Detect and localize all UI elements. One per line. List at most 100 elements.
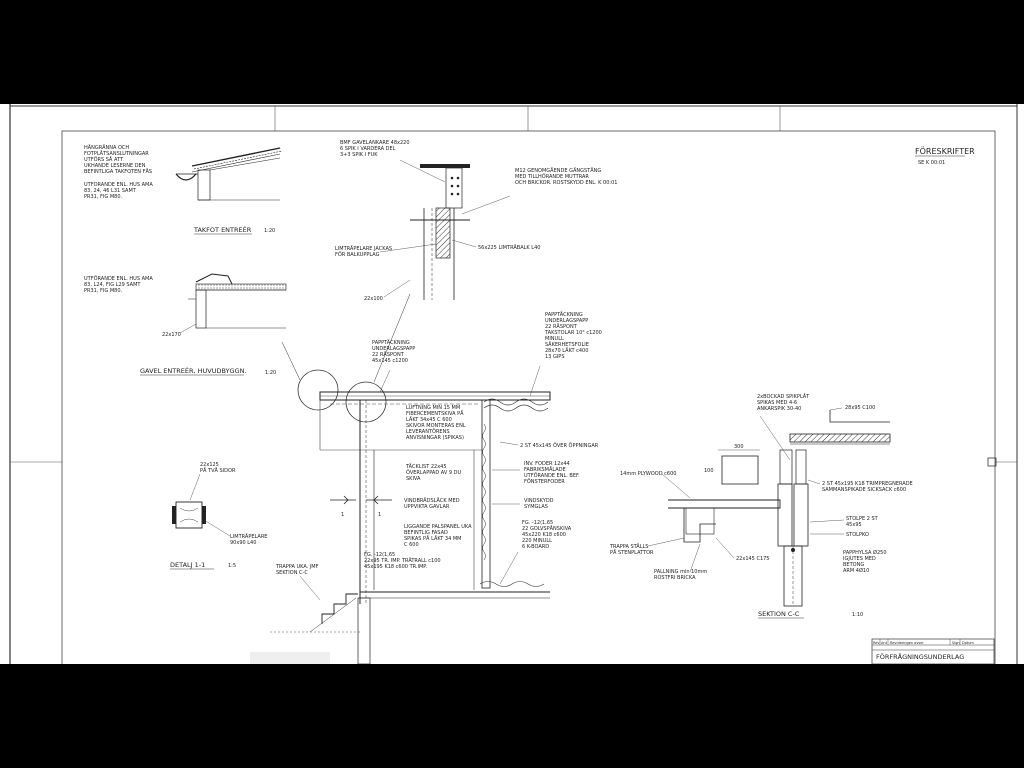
roof-left-line: UNDERLAGSPAPP xyxy=(372,346,415,352)
papphylsa-note-line: ARM 4Ø10 xyxy=(843,567,869,574)
detalj-scale: 1:5 xyxy=(228,563,236,569)
header-title: FÖRESKRIFTER xyxy=(915,146,975,156)
vindbrick-note-line: VINDBRÄDSLÄCK MED xyxy=(404,497,460,504)
floor-left-line: 45x195 K18 c600 TR.IMP. xyxy=(364,564,428,570)
stolpe-note-line: STOLPE 2 ST xyxy=(846,516,879,522)
anchor-note-line: 3+3 SPIK I FUK xyxy=(340,152,378,158)
roof-right-line: PAPPTÄCKNING xyxy=(545,311,583,318)
pansar-note-line: SPIKAS PÅ LÄKT 34 MM xyxy=(404,535,462,542)
pillar-note-line: LIMTRÄPELARE JACKAS xyxy=(335,245,392,252)
vinfoder-note-line: UTFÖRANDE ENL. BEF. xyxy=(524,472,580,479)
roof-left-line: PAPPTÄCKNING xyxy=(372,339,410,346)
luft-note-line: LEVERANTÖRENS xyxy=(406,428,450,435)
papphylsa-note-line: BETONG xyxy=(843,562,864,568)
takfot-scale: 1:20 xyxy=(264,228,275,234)
trappa-note-line: PÅ STENPLATTOR xyxy=(610,549,654,556)
pansar-note-line: C 600 xyxy=(404,542,419,548)
pillar-note-line: FÖR BALKUPPLAG xyxy=(335,251,380,258)
stair-note-line: SEKTION C-C xyxy=(276,570,308,576)
takfot-note-line: 83, 24, 46 L31 SAMT xyxy=(84,188,137,194)
gavel-note-line: UTFÖRANDE ENL. HUS AMA xyxy=(84,275,153,282)
title-block: Rev Ant Revideringen avser Sign Datum FÖ… xyxy=(871,638,995,664)
vinfoder-note-line: FABRIKSMÅLADE xyxy=(524,466,566,473)
papphylsa-note-line: IGJUTES MED xyxy=(843,556,876,562)
frame-marker xyxy=(987,457,997,467)
inner-frame xyxy=(61,130,996,664)
spikar-note-line: ANKARSPIK 30-40 xyxy=(757,406,801,412)
board-label: 22x145 C175 xyxy=(736,556,770,562)
bolt-note-line: MED TILLHÖRANDE MUTTRAR xyxy=(515,173,589,180)
titleblock-col: Revideringen avser xyxy=(890,641,924,645)
spikar-note-line: 2xBOCKAD SPIKPLÅT xyxy=(757,393,810,400)
beam-label: 28x95 C100 xyxy=(845,405,875,411)
detalj-title: DETALJ 1-1 xyxy=(170,561,205,569)
titleblock-col: Rev xyxy=(873,641,880,645)
stolpko-label: STOLPKO xyxy=(846,532,869,538)
header-reference: SE K 00:01 xyxy=(918,160,945,166)
luft-note-line: FIBERCEMENTSKIVA PÅ xyxy=(406,410,464,417)
takfot-note-line: HÄNGRÄNNA OCH xyxy=(84,144,129,151)
detalj-note-line: 90x90 L40 xyxy=(230,540,256,546)
vinfoder-note-line: FÖNSTERFODER xyxy=(524,478,565,485)
trim-note-line: 2 ST 45x195 K18 TRIMPREGNERADE xyxy=(822,481,913,487)
roof-left-line: 22 RÅSPONT xyxy=(372,351,405,358)
roof-right-line: SÅKERHETSFOLIE xyxy=(545,341,589,348)
floor-left-line: FG. -12(1,65 xyxy=(364,552,395,558)
gavel-note-line: 83, L24, FIG L29 SAMT xyxy=(84,282,141,288)
takkupp-note-line: ÖVERLAPPAD AV 9 DU xyxy=(406,469,462,476)
vinfoder-note-line: INV. FODER 12x44 xyxy=(524,461,570,467)
roof-left-line: 45x145 c1200 xyxy=(372,358,408,364)
glulam-beam-label: 56x225 LIMTRÄBALK L40 xyxy=(478,244,540,251)
luft-note-line: SKIVOR MONTERAS ENL xyxy=(406,423,466,429)
svg-text:2 ST 45x195 K18 TRIMPREGNERADE: 2 ST 45x195 K18 TRIMPREGNERADESAMMANSPIK… xyxy=(822,481,913,493)
detalj-note-line: PÅ TVÅ SIDOR xyxy=(200,467,236,474)
anchor-note-line: BMF GAVELANKARE 48x220 xyxy=(340,140,410,146)
stolpe-note-line: 45x95 xyxy=(846,522,862,528)
takkupp-note-line: SKIVA xyxy=(406,476,421,482)
floor-right-line: 22 GOLVSPÅNSKIVA xyxy=(522,525,572,532)
section-mark: 1 xyxy=(378,512,381,518)
gavel-title: GAVEL ENTREÉR, HUVUDBYGGN. xyxy=(140,366,247,375)
takfot-note-line: UTFORANDE ENL. HUS AMA xyxy=(84,182,153,188)
paper-background xyxy=(0,104,1024,664)
top-letterbox xyxy=(0,0,1024,104)
dim-300: 300 xyxy=(734,444,744,450)
papphylsa-note-line: PAPPHYLSA Ø250 xyxy=(843,549,887,556)
spikar-note-line: SPIKAS MED 4-6 xyxy=(757,400,797,406)
detalj-note-line: LIMTRÄPELARE xyxy=(230,533,267,540)
gavel-scale: 1:20 xyxy=(265,370,276,376)
plywood-label: 14mm PLYWOOD c600 xyxy=(620,471,676,477)
roof-right-line: TAKSTOLAR 10° c1200 xyxy=(544,330,602,336)
document-status: FÖRFRÅGNINGSUNDERLAG xyxy=(876,652,964,661)
section-mark: 1 xyxy=(341,512,344,518)
trappa-note-line: TRAPPA STÄLLS xyxy=(609,543,648,550)
takfot-title: TAKFOT ENTREÉR xyxy=(193,225,252,234)
takfot-note-line: BEFINTLIGA TAKFOTEN FÅS xyxy=(84,168,152,175)
pall-note-line: ROSTFRI BRICKA xyxy=(654,575,696,581)
bottom-letterbox xyxy=(0,664,1024,768)
bolt-note-line: M12 GENOMGÅENDE GÄNGSTÅNG xyxy=(515,167,601,174)
roof-right-line: 28x70 LÄKT c400 xyxy=(545,347,588,354)
takfot-note-line: PR31, FIG M80. xyxy=(84,194,123,200)
luft-note-line: ANVISNINGAR (SPIKAS) xyxy=(406,435,464,441)
